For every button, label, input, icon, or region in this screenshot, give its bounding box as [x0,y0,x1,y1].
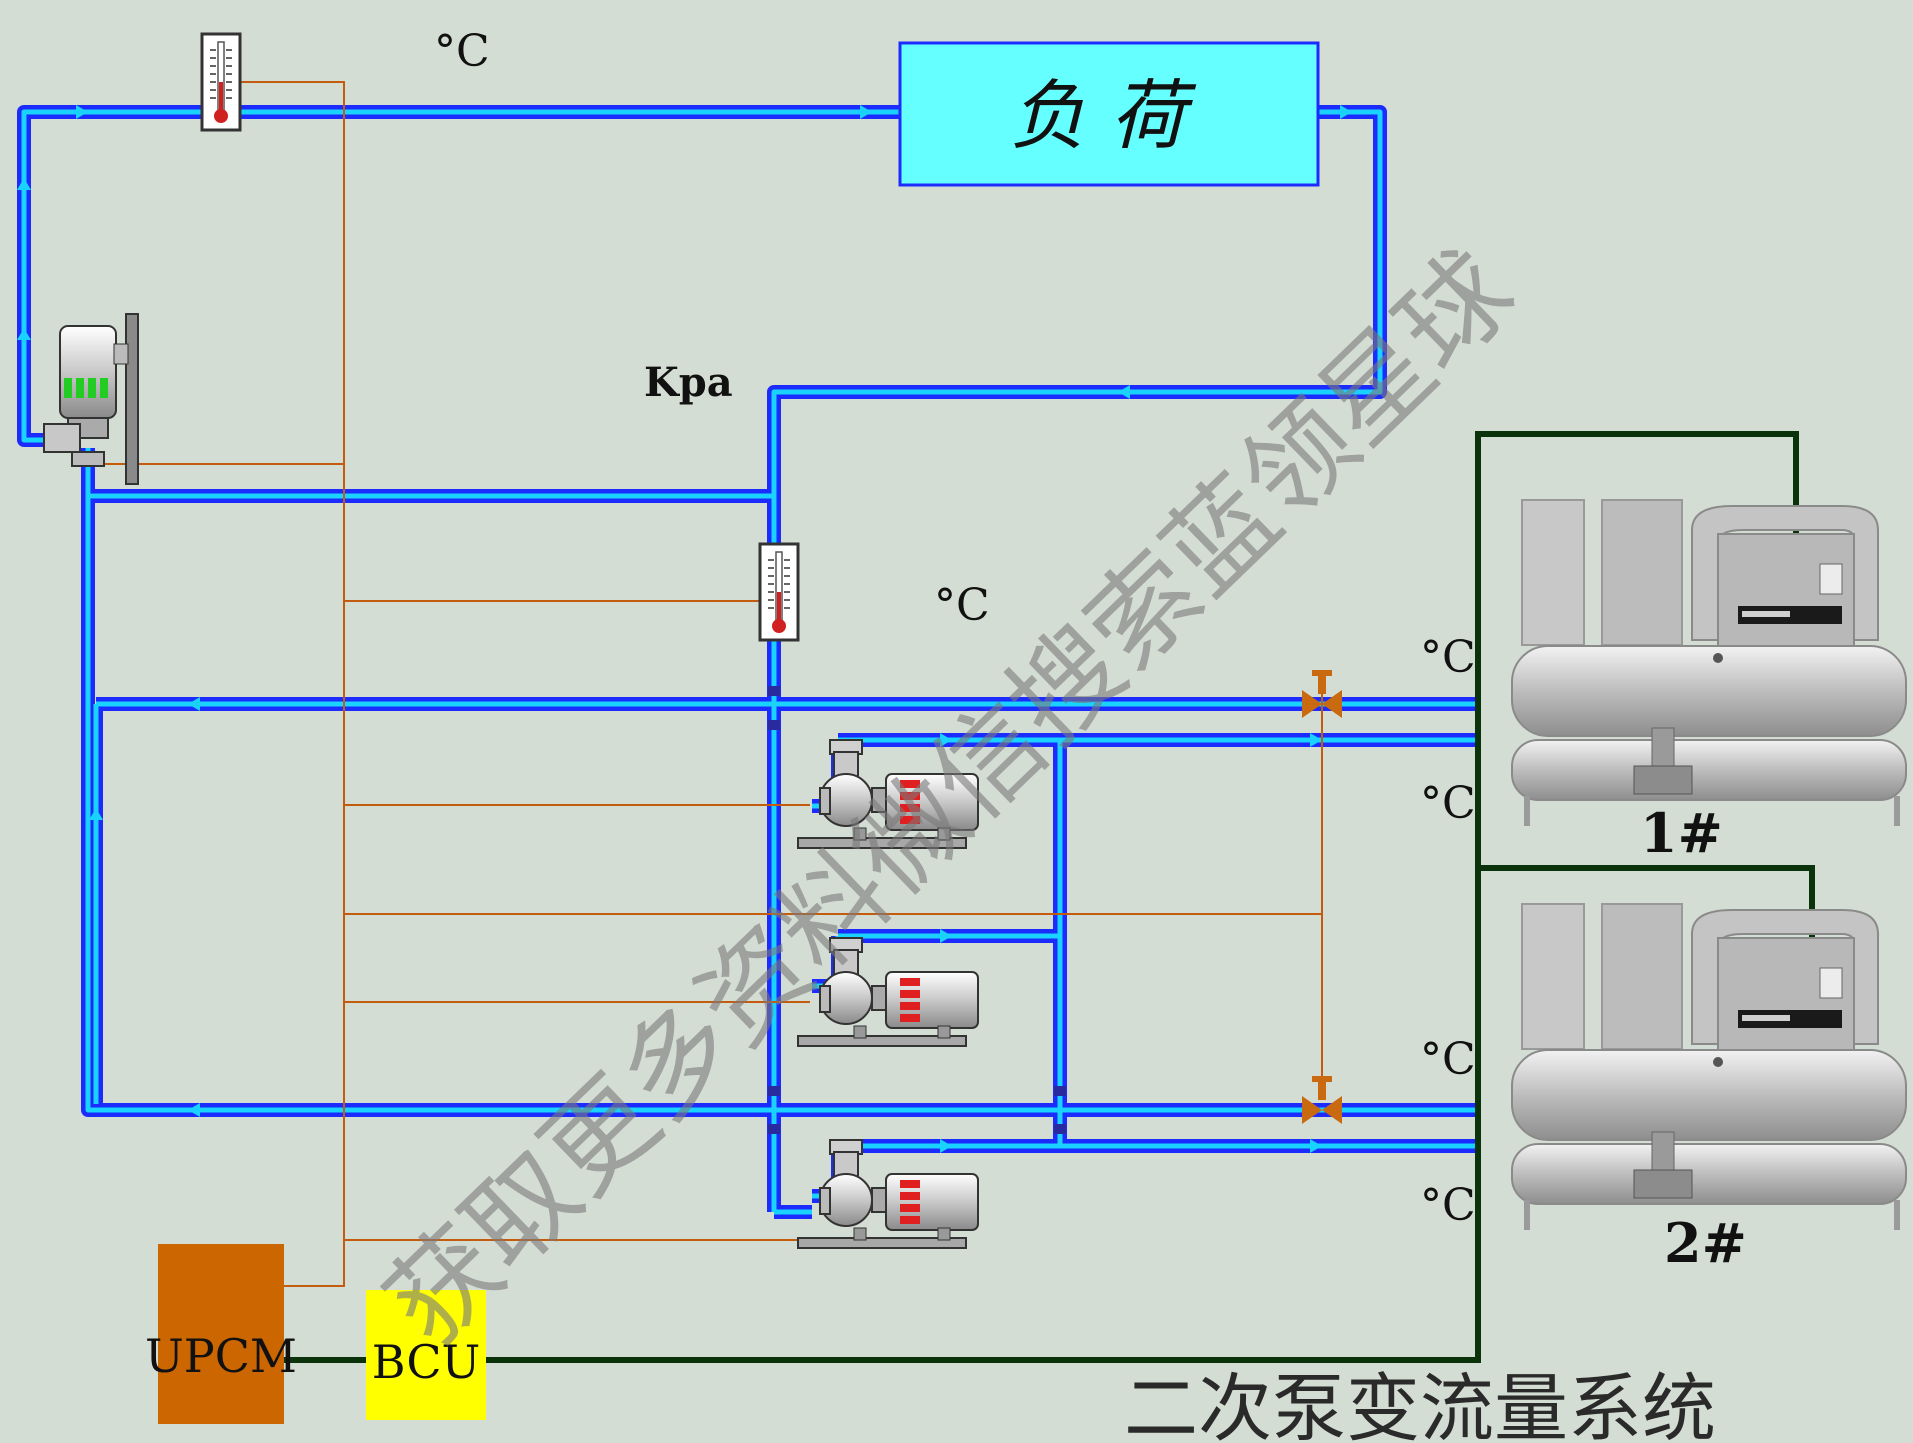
chiller-1-label: 1# [1640,801,1723,865]
thermometer-supply-icon [200,32,242,132]
chiller-1: 1# °C °C [1420,499,1907,865]
load-box: 负 荷 [898,41,1320,187]
chiller-1-temp-out: °C [1420,778,1476,829]
signal-wiring [96,81,1323,1287]
chiller-2-temp-out: °C [1420,1180,1476,1231]
primary-pump-3-icon [797,1139,979,1249]
temp-unit-top: °C [434,26,490,77]
system-title: 二次泵变流量系统 [1124,1366,1716,1443]
chiller-1-icon [1511,499,1907,827]
chiller-2-temp-in: °C [1420,1034,1476,1085]
chiller-1-temp-in: °C [1420,632,1476,683]
pressure-unit: Kpa [644,359,733,406]
chiller-2: 2# °C °C [1420,903,1907,1275]
secondary-pump-icon [43,313,139,485]
chiller-2-icon [1511,903,1907,1231]
thermometer-return-icon [758,542,800,642]
chiller-2-label: 2# [1664,1211,1747,1275]
upcm-controller: UPCM [145,1244,297,1424]
upcm-label: UPCM [145,1329,297,1383]
pipe-network [17,105,1480,1219]
temp-unit-mid: °C [934,580,990,631]
bcu-label: BCU [372,1335,481,1389]
load-label: 负 荷 [1010,71,1197,160]
bcu-controller: BCU [366,1290,486,1420]
